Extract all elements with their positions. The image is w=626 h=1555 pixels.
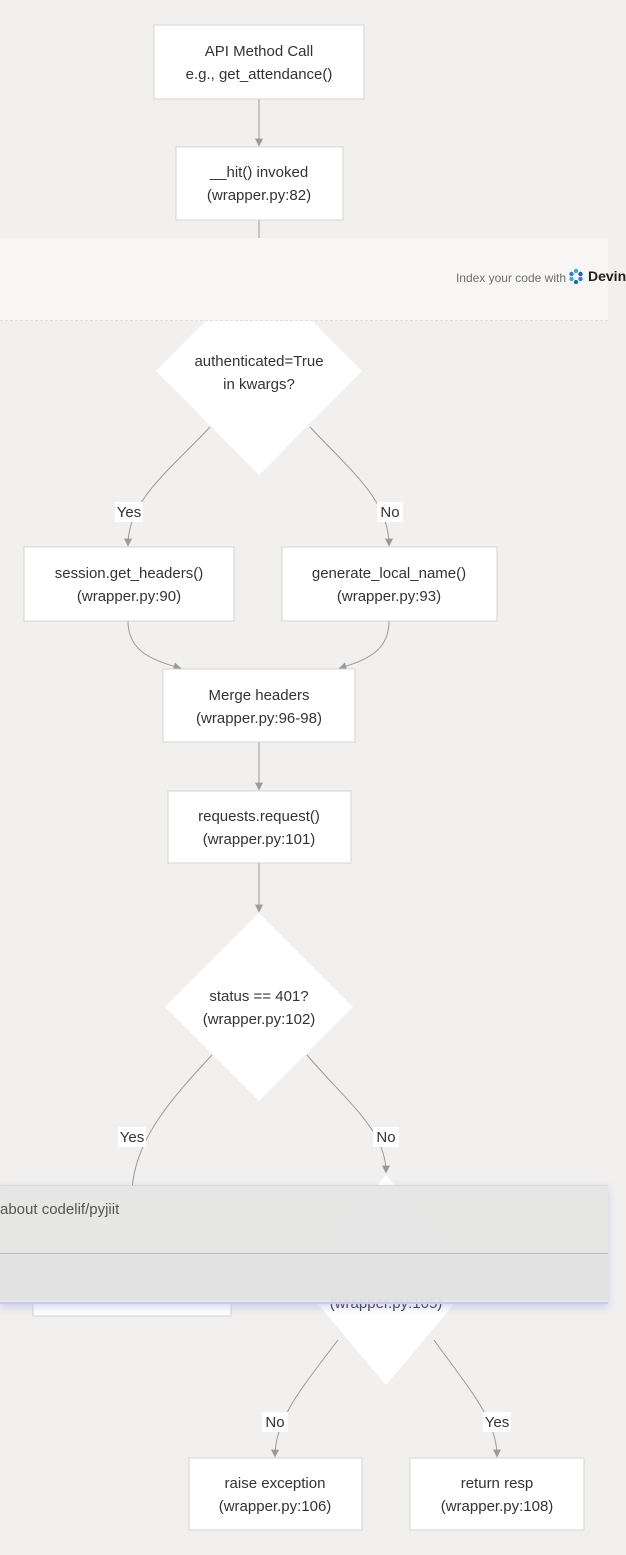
index-banner-text: Index your code with xyxy=(455,271,566,285)
devin-brand-name: Devin xyxy=(588,268,626,284)
node-requests-request: requests.request() (wrapper.py:101) xyxy=(167,790,352,864)
node-label: session.get_headers() xyxy=(55,565,203,582)
edge-status-yes xyxy=(131,1054,213,1191)
node-label: raise exception xyxy=(225,1475,326,1492)
ask-prompt-text: about codelif/pyjiit xyxy=(0,1201,120,1218)
edge-headers-to-merge xyxy=(127,620,182,671)
node-label: (wrapper.py:90) xyxy=(77,588,181,605)
edge-label-ok-no: No xyxy=(265,1414,284,1431)
node-label: e.g., get_attendance() xyxy=(186,66,333,83)
node-label: __hit() invoked xyxy=(209,164,308,181)
edges xyxy=(124,99,501,1458)
edge-label-ok-yes: Yes xyxy=(485,1414,509,1431)
edge-ok-yes xyxy=(433,1339,501,1458)
node-label: (wrapper.py:108) xyxy=(441,1498,554,1515)
node-label: authenticated=True xyxy=(194,353,323,370)
devin-link[interactable]: Devin xyxy=(568,268,626,284)
node-label: (wrapper.py:101) xyxy=(203,831,316,848)
node-label: Merge headers xyxy=(209,687,310,704)
node-get-headers: session.get_headers() (wrapper.py:90) xyxy=(23,546,235,622)
ask-panel: about codelif/pyjiit xyxy=(0,1185,608,1304)
devin-logo-icon xyxy=(569,268,583,284)
edge-ok-no xyxy=(271,1339,339,1458)
edge-auth-no xyxy=(309,426,393,547)
edge-label-auth-no: No xyxy=(380,504,399,521)
edge-labels: Yes No Yes No No Yes xyxy=(115,502,511,1432)
node-label: (wrapper.py:102) xyxy=(203,1011,316,1028)
node-label: (wrapper.py:93) xyxy=(337,588,441,605)
node-label: requests.request() xyxy=(198,808,320,825)
node-generate-local-name: generate_local_name() (wrapper.py:93) xyxy=(281,546,498,622)
node-label: status == 401? xyxy=(209,988,308,1005)
node-merge-headers: Merge headers (wrapper.py:96-98) xyxy=(162,668,356,743)
ask-input[interactable] xyxy=(0,1254,608,1300)
node-label: (wrapper.py:106) xyxy=(219,1498,332,1515)
edge-status-no xyxy=(306,1054,390,1174)
node-label: (wrapper.py:96-98) xyxy=(196,710,322,727)
edge-label-status-no: No xyxy=(376,1129,395,1146)
flowchart: Yes No Yes No No Yes API Method Call e.g… xyxy=(23,24,585,1531)
node-status-check: status == 401? (wrapper.py:102) xyxy=(165,913,353,1101)
node-hit-invoked: __hit() invoked (wrapper.py:82) xyxy=(175,146,344,221)
node-raise-exception: raise exception (wrapper.py:106) xyxy=(188,1457,363,1531)
node-label: return resp xyxy=(461,1475,534,1492)
edge-label-auth-yes: Yes xyxy=(117,504,141,521)
index-code-banner: Index your code with Devin xyxy=(0,238,626,321)
node-label: generate_local_name() xyxy=(312,565,466,582)
edge-auth-yes xyxy=(124,426,211,547)
node-label: API Method Call xyxy=(205,43,313,60)
edge-label-status-yes: Yes xyxy=(120,1129,144,1146)
node-api-method-call: API Method Call e.g., get_attendance() xyxy=(153,24,365,100)
node-label: in kwargs? xyxy=(223,376,295,393)
edge-localname-to-merge xyxy=(338,620,390,671)
node-return-resp: return resp (wrapper.py:108) xyxy=(409,1457,585,1531)
node-label: (wrapper.py:82) xyxy=(207,187,311,204)
ask-prompt-row[interactable]: about codelif/pyjiit xyxy=(0,1186,608,1254)
